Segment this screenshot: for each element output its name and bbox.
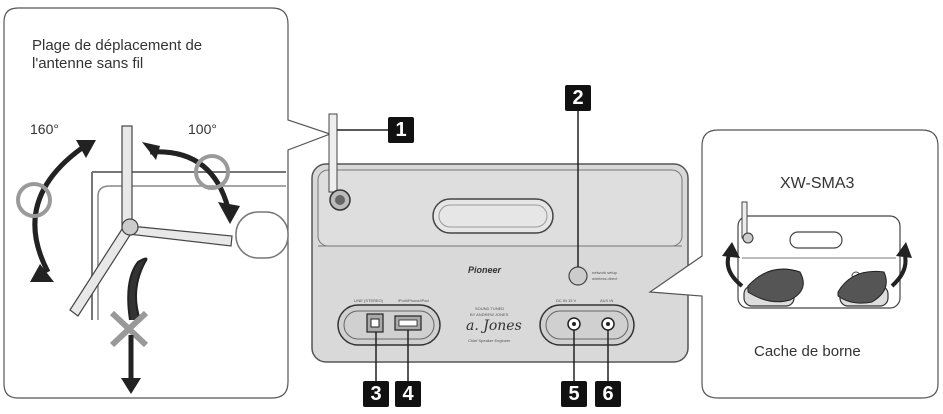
line-stereo-label: LINE (STEREO) <box>354 298 384 303</box>
callout-badge-3: 3 <box>363 381 389 407</box>
wireless-direct-label: wireless direct <box>592 276 618 281</box>
network-setup-label: network setup <box>592 270 617 275</box>
speaker-rear-unit <box>311 110 689 382</box>
ipod-label: iPod/iPhone/iPad <box>398 298 429 303</box>
antenna-range-title-line1: Plage de déplacement de <box>32 37 203 54</box>
chief-engineer-label: Chief Speaker Engineer <box>468 338 511 343</box>
antenna-range-panel <box>3 7 332 399</box>
andrew-jones-signature: a. Jones <box>466 318 522 334</box>
callout-badge-6: 6 <box>595 381 621 407</box>
antenna-range-title-line2: l'antenne sans fil <box>32 55 144 72</box>
model-name: XW-SMA3 <box>780 175 855 192</box>
terminal-cover-panel <box>648 129 939 399</box>
angle-100-label: 100° <box>188 121 217 137</box>
callout-badge-1: 1 <box>388 117 414 143</box>
callout-badge-2: 2 <box>565 85 591 111</box>
dc-in-label: DC IN 15 V <box>556 298 577 303</box>
sound-tuned-line2: BY ANDREW JONES <box>470 312 509 317</box>
aux-in-label: AUX IN <box>600 298 614 303</box>
callout-badge-4: 4 <box>395 381 421 407</box>
sound-tuned-line1: SOUND TUNED <box>475 306 505 311</box>
antenna-range-title: Plage de déplacement de l'antenne sans f… <box>32 37 272 73</box>
angle-160-label: 160° <box>30 121 59 137</box>
callout-badge-5: 5 <box>561 381 587 407</box>
pioneer-logo: Pioneer <box>468 265 502 275</box>
terminal-cover-caption: Cache de borne <box>754 343 861 360</box>
